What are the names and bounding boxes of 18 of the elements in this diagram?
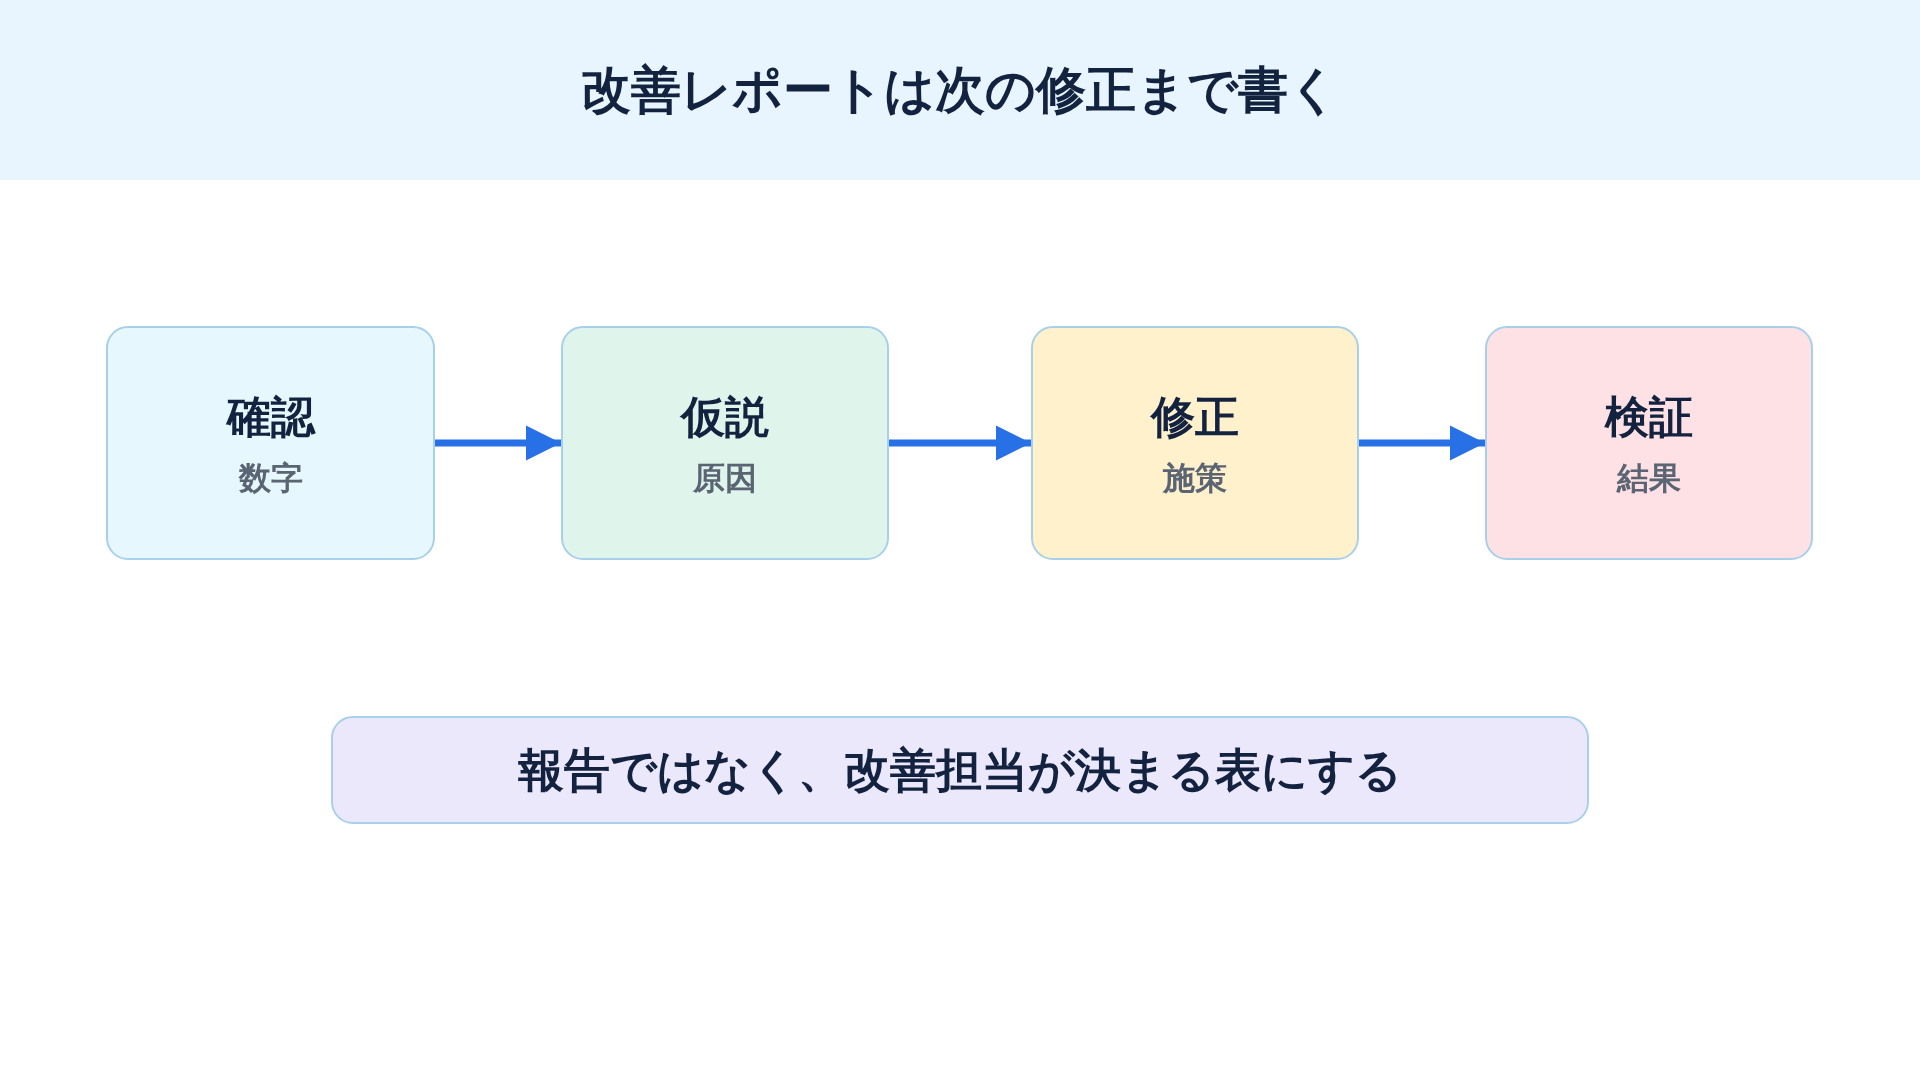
arrow	[889, 425, 1031, 461]
step-subtitle: 原因	[693, 458, 757, 499]
box-text: 報告ではなく、改善担当が決まる表にする	[518, 741, 1402, 799]
arrow	[1359, 425, 1485, 461]
step-subtitle: 結果	[1617, 458, 1681, 499]
step-subtitle: 数字	[238, 458, 303, 499]
process-box	[1031, 326, 1359, 560]
process-box	[1485, 326, 1813, 560]
process-box	[561, 326, 889, 560]
step-title: 仮説	[681, 390, 769, 444]
process-box	[331, 716, 1589, 824]
process-box	[106, 326, 435, 560]
step-title: 確認	[226, 390, 315, 444]
step-title: 修正	[1151, 390, 1239, 444]
title: 改善レポートは次の修正まで書く	[581, 59, 1339, 121]
step-subtitle: 施策	[1163, 458, 1227, 499]
arrow	[435, 425, 561, 461]
step-title: 検証	[1605, 390, 1693, 444]
